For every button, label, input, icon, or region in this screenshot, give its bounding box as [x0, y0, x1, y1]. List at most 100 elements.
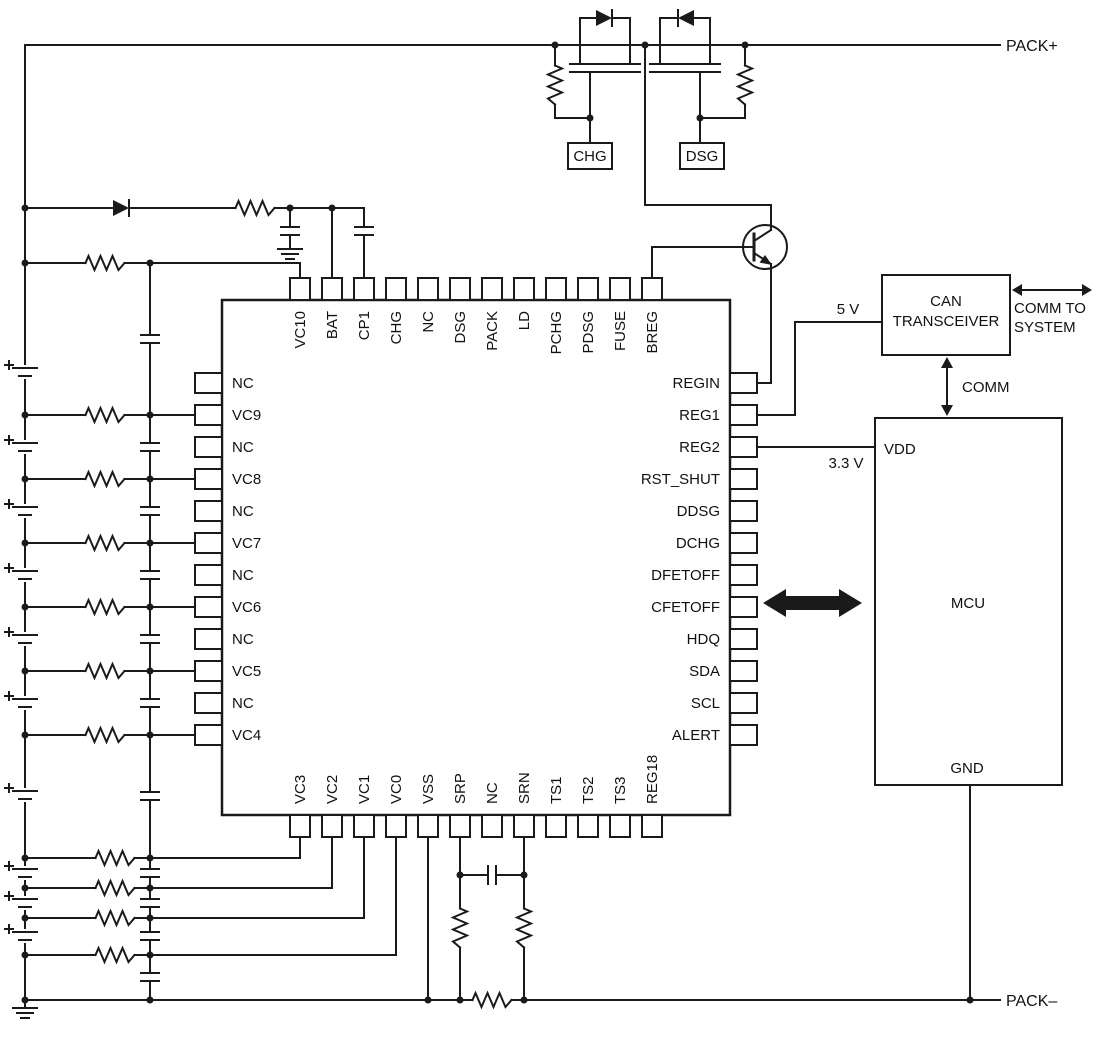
pin-label: DCHG: [676, 535, 720, 552]
pin-label: DFETOFF: [651, 567, 720, 584]
pin-box: [729, 500, 758, 522]
pack-minus-rail: [24, 992, 1001, 1008]
pin-label: CP1: [356, 311, 373, 340]
regin-transistor: [644, 44, 788, 384]
pin-label: PDSG: [580, 311, 597, 354]
pin-box: [481, 277, 503, 301]
pin-box: [729, 692, 758, 714]
pin-label: VSS: [420, 774, 437, 804]
battery-cell: [4, 627, 38, 647]
pin-box: [289, 277, 311, 301]
mcu-label: MCU: [951, 595, 985, 612]
ic-pin-boxes: [194, 277, 758, 838]
diode-icon: [112, 199, 130, 217]
battery-cell: [4, 563, 38, 583]
pin-box: [321, 814, 343, 838]
pin-box: [194, 436, 223, 458]
pin-label: VC9: [232, 407, 261, 424]
resistor: [234, 200, 276, 216]
mcu-box: [874, 417, 1063, 786]
ground-icon: [277, 248, 303, 260]
pin-label: NC: [232, 375, 254, 392]
pin-box: [729, 628, 758, 650]
pin-box: [194, 724, 223, 746]
pin-box: [481, 814, 503, 838]
pin-box: [729, 532, 758, 554]
pin-box: [641, 277, 663, 301]
capacitor: [280, 226, 300, 236]
resistor: [84, 255, 126, 271]
pin-label: TS3: [612, 776, 629, 804]
can-transceiver-label-2: TRANSCEIVER: [893, 313, 1000, 330]
comm-to-system-arrow: [1012, 284, 1092, 296]
comm-to-system-label-1: COMM TO: [1014, 300, 1086, 317]
pin-box: [449, 277, 471, 301]
pin-box: [513, 814, 535, 838]
pin-box: [194, 596, 223, 618]
battery-cell: [4, 499, 38, 519]
emitter-arrow-icon: [759, 255, 772, 265]
pin-label: NC: [420, 311, 437, 333]
pin-box: [194, 660, 223, 682]
dsg-fet: [649, 9, 753, 144]
pin-label: DSG: [452, 311, 469, 344]
pin-label: FUSE: [612, 311, 629, 351]
pin-label: BAT: [324, 311, 341, 339]
gate-resistor: [547, 64, 563, 106]
shunt-resistor: [471, 992, 513, 1008]
battery-cell: [4, 783, 38, 803]
pin-label: VC5: [232, 663, 261, 680]
pin-label: VC2: [324, 775, 341, 804]
pin-label: NC: [232, 503, 254, 520]
pin-label: REG18: [644, 755, 661, 804]
pin-label: NC: [232, 439, 254, 456]
pin-label: VC0: [388, 775, 405, 804]
pin-box: [385, 814, 407, 838]
pin-box: [289, 814, 311, 838]
pin-label: NC: [232, 567, 254, 584]
ic-pin-labels: VC10 BAT CP1 CHG NC DSG PACK LD PCHG PDS…: [232, 311, 720, 804]
pin-label: PCHG: [548, 311, 565, 354]
bat-cp1-network: [24, 199, 374, 279]
resistor: [452, 907, 468, 949]
battery-cell: [4, 924, 38, 944]
body-diode-icon: [595, 9, 613, 27]
pin-label: SCL: [691, 695, 720, 712]
pin-box: [641, 814, 663, 838]
pin-label: SRP: [452, 773, 469, 804]
battery-cell: [4, 691, 38, 711]
pin-label: REG1: [679, 407, 720, 424]
pin-label: REGIN: [672, 375, 720, 392]
resistor: [516, 907, 532, 949]
pin-box: [194, 564, 223, 586]
comm-to-system-label-2: SYSTEM: [1014, 319, 1076, 336]
pin-label: ALERT: [672, 727, 720, 744]
pin-label: VC6: [232, 599, 261, 616]
battery-cell: [4, 360, 38, 380]
pin-label: NC: [232, 695, 254, 712]
pin-box: [194, 468, 223, 490]
pin-box: [417, 814, 439, 838]
pin-label: CFETOFF: [651, 599, 720, 616]
pin-label: VC7: [232, 535, 261, 552]
pin-box: [194, 404, 223, 426]
pin-label: SRN: [516, 772, 533, 804]
pin-label: TS1: [548, 776, 565, 804]
pin-box: [577, 814, 599, 838]
pack-plus-label: PACK+: [1006, 38, 1058, 55]
pin-label: VC8: [232, 471, 261, 488]
pin-box: [729, 660, 758, 682]
pin-box: [609, 277, 631, 301]
pin-box: [729, 404, 758, 426]
pin-label: VC10: [292, 311, 309, 349]
pin-label: PACK: [484, 311, 501, 351]
pin-label: HDQ: [687, 631, 720, 648]
cell-tap-filters-bottom: [24, 836, 397, 963]
current-sense-network: [427, 836, 532, 1001]
can-transceiver-label-1: CAN: [930, 293, 962, 310]
capacitor: [487, 865, 497, 885]
pin-box: [545, 277, 567, 301]
pin-label: RST_SHUT: [641, 471, 720, 488]
dsg-net-flag: [679, 142, 725, 170]
